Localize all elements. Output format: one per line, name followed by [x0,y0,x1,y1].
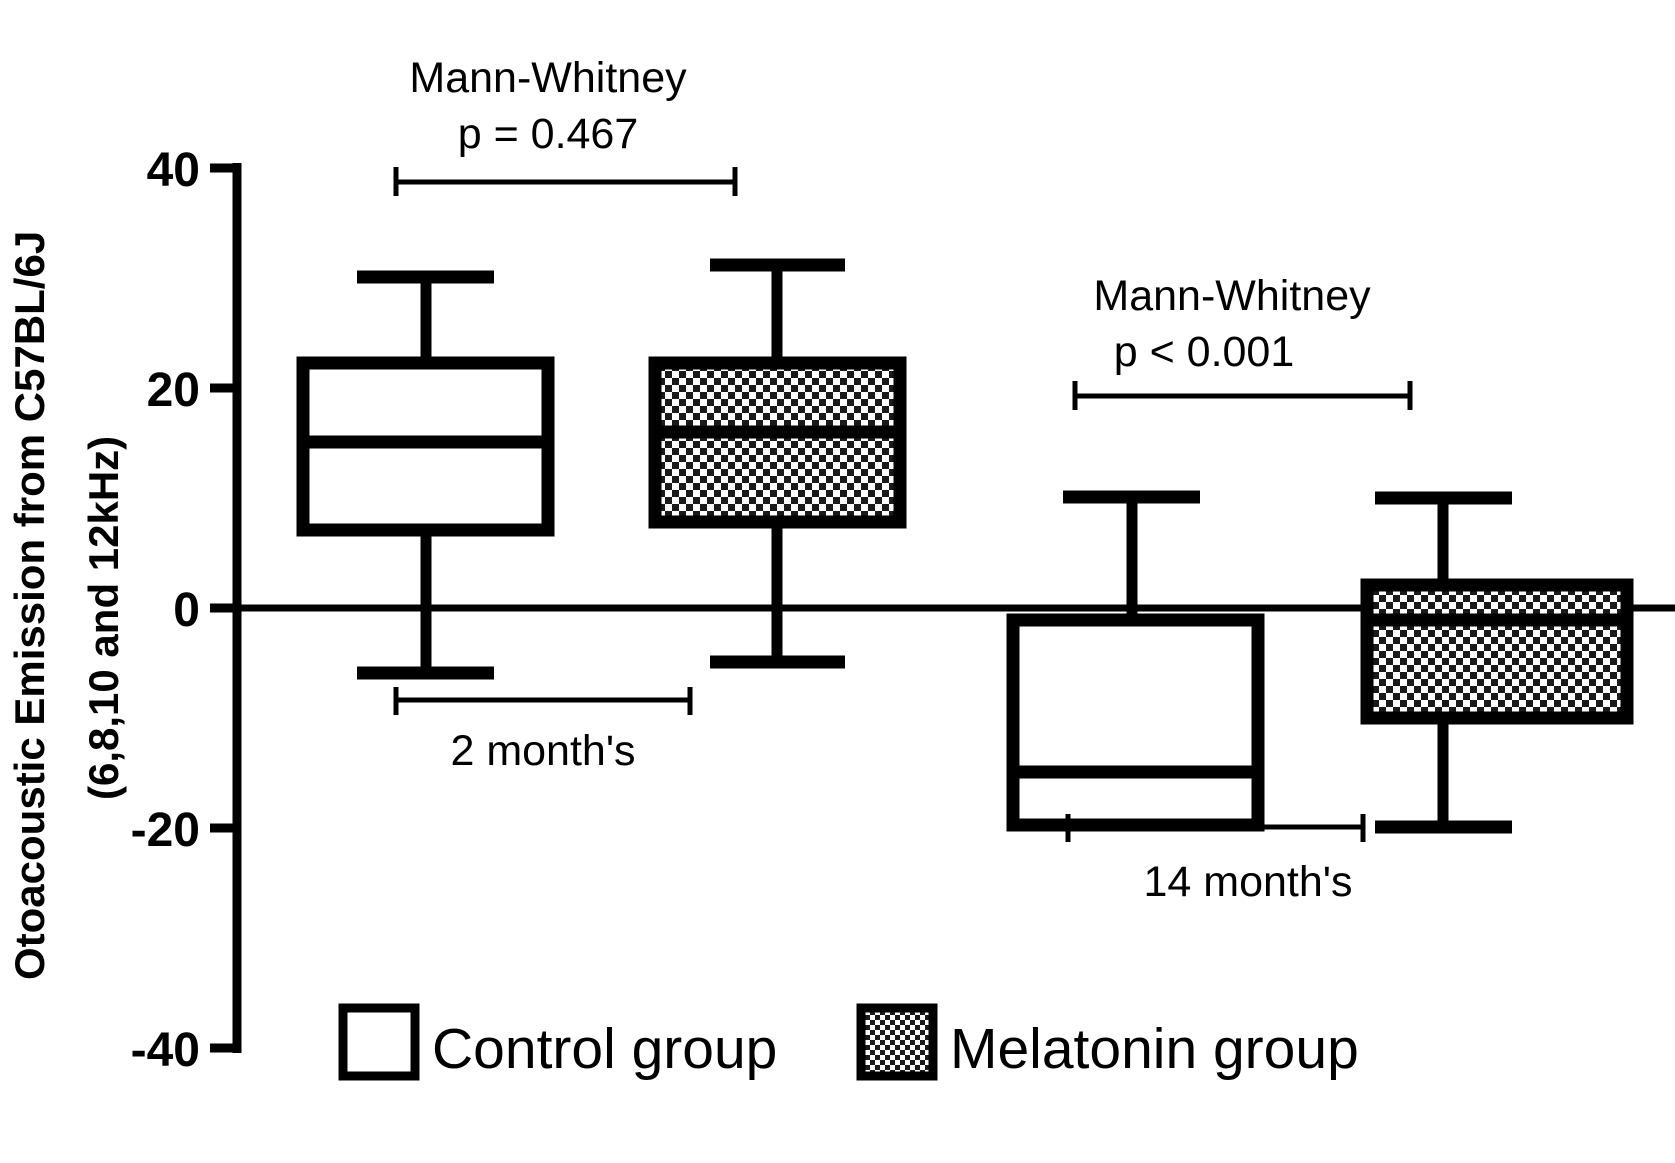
group-label-2month: 2 month's [450,727,635,775]
legend-label-melatonin: Melatonin group [950,1017,1359,1081]
y-tick-label-neg40: -40 [131,1024,200,1077]
y-axis-title: Otoacoustic Emission from C57BL/6J (6,8,… [6,231,127,980]
legend-entry-control[interactable]: Control group [338,1003,777,1081]
legend-label-control: Control group [432,1017,777,1081]
annotation-2month-line2: p = 0.467 [458,110,639,158]
y-axis: 40 20 0 -20 -40 [131,144,242,1077]
annotation-2month: Mann-Whitney p = 0.467 [393,54,738,196]
box-iqr [1360,578,1634,725]
legend-entry-melatonin[interactable]: Melatonin group [856,1003,1359,1081]
y-tick-label-neg20: -20 [131,804,200,857]
box-iqr [1006,613,1265,832]
boxplot-melatonin-14month [1360,491,1634,834]
boxplot-melatonin-2month [648,258,907,669]
group-bracket-14month: 14 month's [1065,814,1366,906]
box-iqr [648,356,907,529]
y-tick-label-0: 0 [173,584,200,637]
y-axis-title-line2: (6,8,10 and 12kHz) [80,436,127,800]
y-tick-label-40: 40 [147,144,200,197]
annotation-14month-line2: p < 0.001 [1114,328,1295,376]
annotation-14month: Mann-Whitney p < 0.001 [1072,272,1413,410]
group-label-14month: 14 month's [1144,858,1353,906]
legend-swatch-control [338,1003,420,1081]
legend-swatch-melatonin [856,1003,938,1081]
boxplot-control-2month [296,270,555,680]
legend: Control group Melatonin group [338,1003,1359,1081]
y-tick-label-20: 20 [147,364,200,417]
boxplot-control-14month [1006,490,1265,832]
y-axis-title-line1: Otoacoustic Emission from C57BL/6J [6,231,53,980]
annotation-14month-line1: Mann-Whitney [1093,272,1371,320]
annotation-2month-line1: Mann-Whitney [409,54,687,102]
group-bracket-2month: 2 month's [393,687,693,775]
